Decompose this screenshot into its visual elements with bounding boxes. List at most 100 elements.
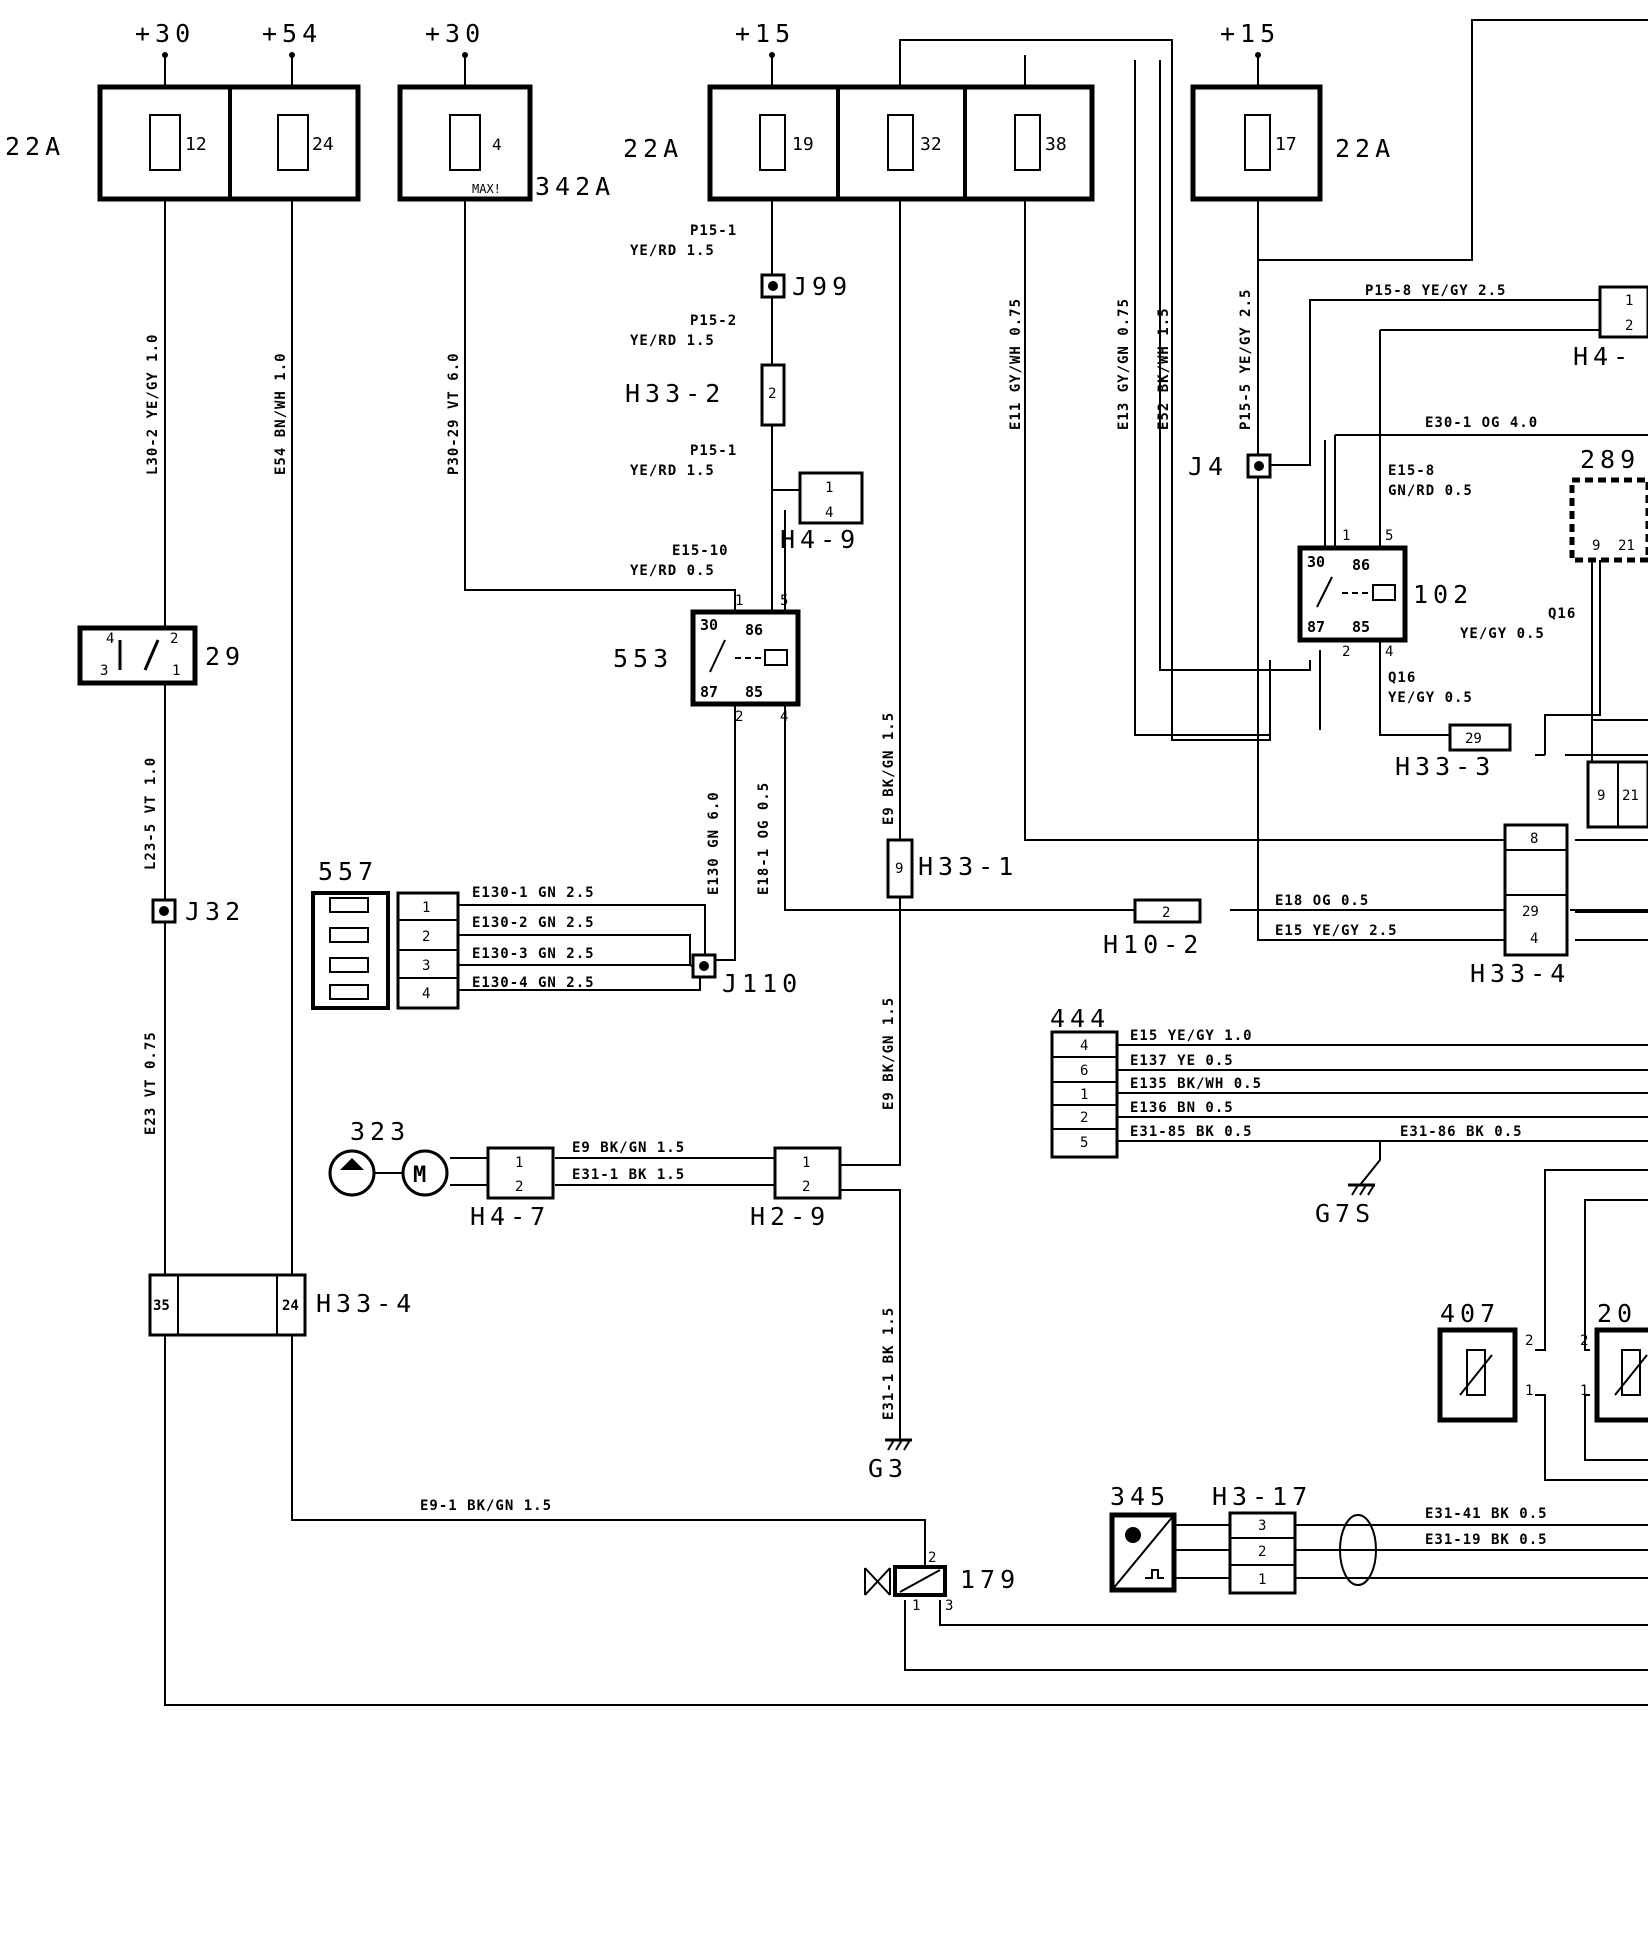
fuse-number: 17 [1275, 134, 1297, 155]
supply-labels: +30 +54 +30 +15 +15 [135, 19, 1280, 58]
svg-text:30: 30 [1307, 553, 1325, 571]
wire-label: E136 BN 0.5 [1130, 1100, 1234, 1116]
wire-label: E30-1 OG 4.0 [1425, 415, 1538, 431]
fusebox-label: 342A [535, 172, 615, 201]
component-289: 289 9 21 [1569, 445, 1648, 563]
svg-text:2: 2 [1580, 1333, 1588, 1349]
connector-label: H3-17 [1212, 1482, 1312, 1511]
svg-text:21: 21 [1622, 788, 1639, 804]
ground-g7s: G7S [1315, 1183, 1375, 1228]
wire-label: Q16 [1388, 670, 1416, 686]
relay-102: 30 86 87 85 1 5 2 4 102 [1297, 528, 1473, 660]
svg-text:1: 1 [802, 1155, 810, 1171]
wire-label: Q16 [1548, 606, 1576, 622]
supply-dot [162, 52, 168, 58]
switch-29: 4 2 3 1 29 [77, 625, 240, 686]
wire-label: E18-1 OG 0.5 [756, 782, 772, 895]
fuse-number: 12 [185, 134, 207, 155]
svg-text:30: 30 [700, 616, 718, 634]
svg-text:1: 1 [172, 663, 180, 679]
svg-text:3: 3 [100, 663, 108, 679]
wire-label: E9 BK/GN 1.5 [881, 712, 897, 825]
fuse-number: 4 [492, 135, 502, 154]
wire-label: E9 BK/GN 1.5 [881, 997, 897, 1110]
wire-label: E130-1 GN 2.5 [472, 885, 595, 901]
svg-text:2: 2 [1080, 1110, 1088, 1126]
svg-text:2: 2 [422, 929, 430, 945]
relay-label: 102 [1413, 580, 1473, 609]
svg-text:9: 9 [895, 861, 903, 877]
wire-label: E18 OG 0.5 [1275, 893, 1369, 909]
wire-label: P15-1 [690, 443, 737, 459]
wire-label: E15 YE/GY 2.5 [1275, 923, 1398, 939]
connector-h4-7: 1 2 H4-7 [470, 1146, 555, 1231]
svg-text:86: 86 [1352, 556, 1370, 574]
svg-text:1: 1 [1080, 1087, 1088, 1103]
connector-h33-1: 9 H33-1 [886, 838, 1018, 899]
junction-label: J4 [1188, 452, 1228, 481]
connector-h10-2: 2 H10-2 [1103, 898, 1203, 959]
component-label: 289 [1580, 445, 1640, 474]
svg-text:1: 1 [422, 900, 430, 916]
connector-label: H33-1 [918, 852, 1018, 881]
svg-text:1: 1 [735, 593, 743, 609]
svg-text:87: 87 [1307, 618, 1325, 636]
component-label: 407 [1440, 1299, 1500, 1328]
svg-text:5: 5 [1385, 528, 1393, 544]
wire-label: E31-85 BK 0.5 [1130, 1124, 1253, 1140]
connector-label: H10-2 [1103, 930, 1203, 959]
svg-text:4: 4 [825, 505, 833, 521]
wire-label: E9-1 BK/GN 1.5 [420, 1498, 552, 1514]
svg-text:85: 85 [745, 683, 763, 701]
svg-text:4: 4 [1385, 644, 1393, 660]
connector-label: H33-4 [316, 1289, 416, 1318]
wire-label: GN/RD 0.5 [1388, 483, 1473, 499]
supply-label: +15 [1220, 19, 1280, 48]
svg-text:85: 85 [1352, 618, 1370, 636]
connector-label: H4-7 [470, 1202, 550, 1231]
sensor-20: 2 1 20 [1580, 1299, 1648, 1423]
wire-label: E130-3 GN 2.5 [472, 946, 595, 962]
svg-text:86: 86 [745, 621, 763, 639]
fuse-number: 38 [1045, 134, 1067, 155]
ground-g3: G3 [868, 1438, 912, 1483]
wire-label: E31-19 BK 0.5 [1425, 1532, 1548, 1548]
svg-text:35: 35 [153, 1298, 170, 1314]
junction-label: J99 [792, 272, 852, 301]
wire-label: P30-29 VT 6.0 [446, 352, 462, 475]
connector-label: H33-3 [1395, 752, 1495, 781]
fuse-box-4: 17 22A [1190, 84, 1390, 202]
svg-text:9: 9 [1597, 788, 1605, 804]
wire-label: P15-5 YE/GY 2.5 [1238, 289, 1254, 430]
svg-text:29: 29 [1465, 731, 1482, 747]
wire-label: E130-4 GN 2.5 [472, 975, 595, 991]
motor-323: M 323 [328, 1117, 449, 1197]
connector-h33-3b: 9 21 [1586, 760, 1648, 829]
svg-text:2: 2 [1258, 1544, 1266, 1560]
relay-label: 553 [613, 644, 673, 673]
fuse-note: MAX! [472, 182, 501, 196]
svg-text:8: 8 [1530, 831, 1538, 847]
component-557: 1 2 3 4 557 [311, 857, 460, 1010]
svg-text:24: 24 [282, 1298, 299, 1314]
relay-553: 30 86 87 85 1 5 2 4 553 [613, 593, 801, 725]
supply-label: +30 [135, 19, 195, 48]
wire-label: YE/GY 0.5 [1388, 690, 1473, 706]
svg-text:1: 1 [1525, 1383, 1533, 1399]
connector-h3-17: 3 2 1 H3-17 [1212, 1482, 1377, 1595]
svg-text:2: 2 [768, 386, 776, 402]
wire-label: E11 GY/WH 0.75 [1008, 298, 1024, 430]
fuse-number: 32 [920, 134, 942, 155]
wire-label: E13 GY/GN 0.75 [1116, 298, 1132, 430]
component-label: 345 [1110, 1482, 1170, 1511]
connector-h33-4-bottom: 35 24 H33-4 [148, 1273, 416, 1337]
svg-text:21: 21 [1618, 538, 1635, 554]
fuse-number: 19 [792, 134, 814, 155]
svg-text:3: 3 [1258, 1518, 1266, 1534]
supply-label: +15 [735, 19, 795, 48]
svg-text:4: 4 [780, 709, 788, 725]
supply-dot [769, 52, 775, 58]
connector-h33-3: 29 H33-3 [1395, 723, 1512, 781]
svg-text:5: 5 [780, 593, 788, 609]
supply-dot [1255, 52, 1261, 58]
